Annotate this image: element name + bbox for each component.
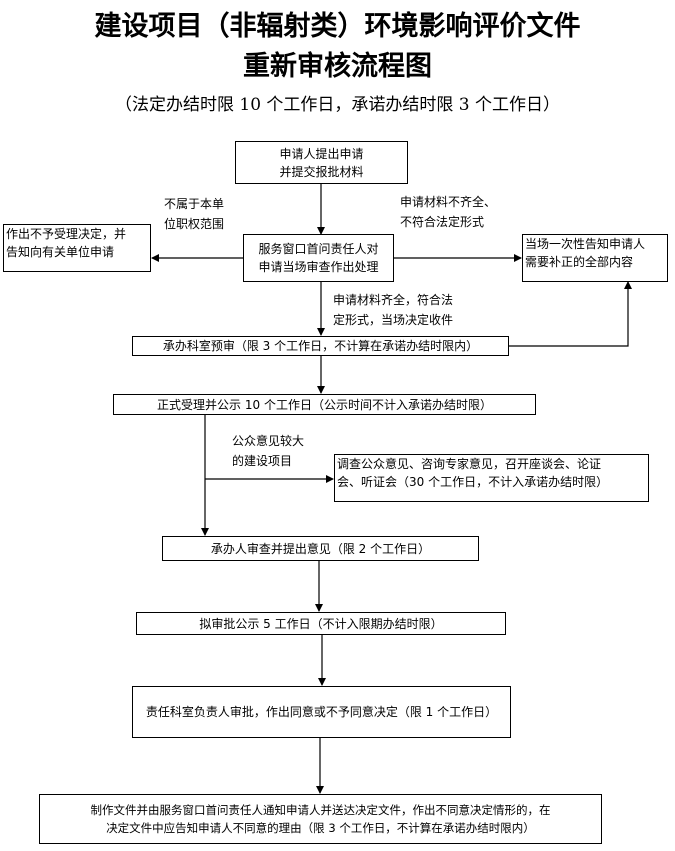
title-line2: 重新审核流程图 [243, 51, 432, 82]
label-complete-line1: 申请材料齐全，符合法 [333, 293, 454, 307]
node-final: 制作文件并由服务窗口首问责任人通知申请人并送达决定文件，作出不同意决定情形的，在… [39, 794, 602, 844]
node-publicize: 拟审批公示 5 工作日（不计入限期办结时限） [136, 612, 506, 635]
node-approve: 责任科室负责人审批，作出同意或不予同意决定（限 1 个工作日） [132, 686, 511, 738]
node-reject-line2: 告知向有关单位申请 [6, 245, 115, 259]
node-accept: 正式受理并公示 10 个工作日（公示时间不计入承诺办结时限） [113, 394, 536, 415]
label-incomplete-line2: 不符合法定形式 [400, 215, 485, 229]
node-survey-line1: 调查公众意见、咨询专家意见，召开座谈会、论证 [337, 457, 602, 471]
node-apply-line2: 并提交报批材料 [279, 164, 364, 179]
label-not-scope-line2: 位职权范围 [164, 217, 225, 231]
node-survey: 调查公众意见、咨询专家意见，召开座谈会、论证 会、听证会（30 个工作日，不计入… [334, 454, 649, 502]
node-preview-text: 承办科室预审（限 3 个工作日，不计算在承诺办结时限内） [162, 339, 479, 353]
node-final-line1: 制作文件并由服务窗口首问责任人通知申请人并送达决定文件，作出不同意决定情形的，在 [90, 803, 551, 817]
label-complete-line2: 定形式，当场决定收件 [333, 313, 454, 327]
node-apply-line1: 申请人提出申请 [279, 146, 364, 161]
label-incomplete: 申请材料不齐全、 不符合法定形式 [400, 192, 496, 232]
node-notify: 当场一次性告知申请人 需要补正的全部内容 [522, 234, 668, 282]
title-line1: 建设项目（非辐射类）环境影响评价文件 [94, 11, 581, 42]
label-public-concern: 公众意见较大 的建设项目 [232, 431, 304, 471]
node-accept-text: 正式受理并公示 10 个工作日（公示时间不计入承诺办结时限） [157, 397, 492, 412]
label-incomplete-line1: 申请材料不齐全、 [400, 195, 497, 209]
node-approve-text: 责任科室负责人审批，作出同意或不予同意决定（限 1 个工作日） [145, 705, 498, 719]
node-review: 承办人审查并提出意见（限 2 个工作日） [162, 536, 479, 561]
label-public-concern-line2: 的建设项目 [232, 454, 293, 468]
node-final-line2: 决定文件中应告知申请人不同意的理由（限 3 个工作日，不计算在承诺办结时限内） [106, 821, 535, 835]
node-preview: 承办科室预审（限 3 个工作日，不计算在承诺办结时限内） [132, 336, 509, 356]
node-publicize-text: 拟审批公示 5 工作日（不计入限期办结时限） [199, 616, 443, 631]
node-reject: 作出不予受理决定，并 告知向有关单位申请 [3, 224, 151, 272]
node-apply: 申请人提出申请 并提交报批材料 [235, 141, 408, 184]
node-survey-line2: 会、听证会（30 个工作日，不计入承诺办结时限） [337, 475, 609, 489]
subtitle: （法定办结时限 10 个工作日，承诺办结时限 3 个工作日） [114, 95, 561, 115]
node-notify-line1: 当场一次性告知申请人 [525, 237, 646, 251]
label-complete: 申请材料齐全，符合法 定形式，当场决定收件 [333, 290, 453, 330]
node-reject-line1: 作出不予受理决定，并 [6, 227, 127, 241]
node-window-line1: 服务窗口首问责任人对 [258, 242, 379, 256]
label-not-scope: 不属于本单 位职权范围 [164, 194, 224, 234]
arrow-preview-notify [509, 281, 632, 347]
node-review-text: 承办人审查并提出意见（限 2 个工作日） [210, 541, 431, 556]
label-not-scope-line1: 不属于本单 [164, 197, 225, 211]
label-public-concern-line1: 公众意见较大 [232, 434, 305, 448]
node-window: 服务窗口首问责任人对 申请当场审查作出处理 [243, 234, 394, 282]
node-notify-line2: 需要补正的全部内容 [525, 255, 634, 269]
node-window-line2: 申请当场审查作出处理 [258, 260, 379, 274]
